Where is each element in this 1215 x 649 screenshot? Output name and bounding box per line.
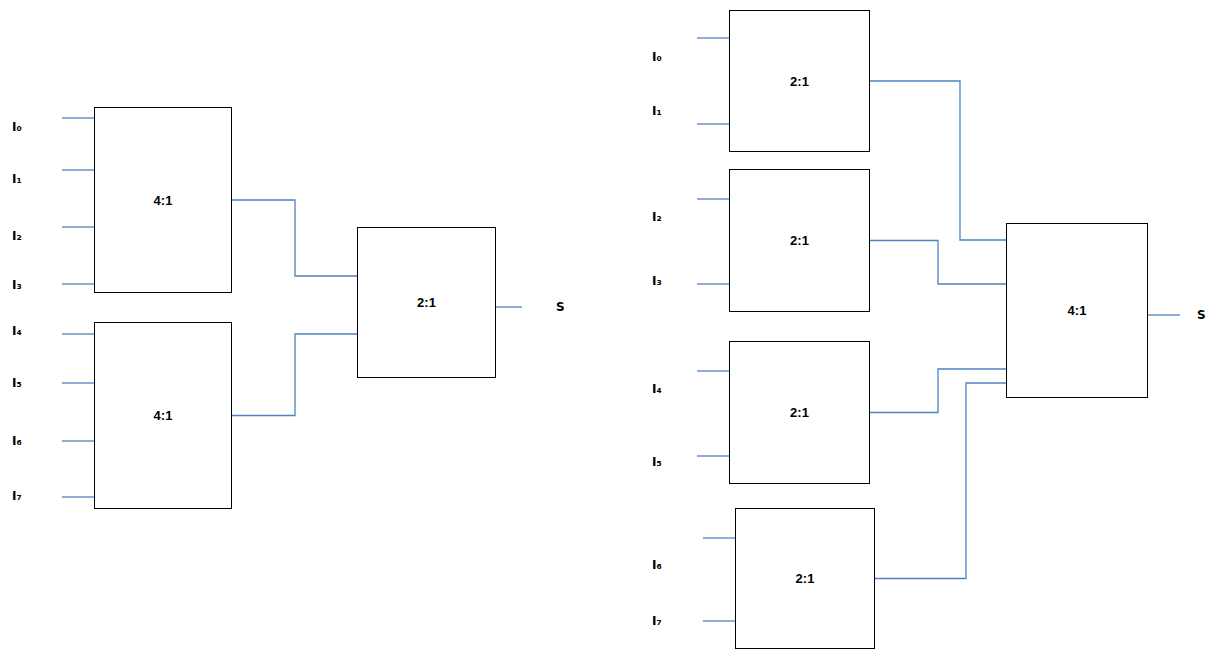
input-name: I₆ — [12, 434, 22, 448]
mux-box: 2:1 — [729, 10, 870, 152]
input-wire — [703, 537, 735, 538]
input-name: I₀ — [652, 50, 662, 64]
input-wire — [62, 496, 94, 497]
input-wire — [62, 226, 94, 227]
input-name: I₃ — [12, 278, 22, 292]
input-wire — [697, 37, 729, 38]
input-name: I₄ — [652, 382, 662, 396]
mux-box: 2:1 — [729, 341, 870, 484]
input-name: I₆ — [652, 558, 662, 572]
input-wire — [697, 198, 729, 199]
input-name: I₄ — [12, 324, 22, 338]
mux-connector — [232, 334, 357, 416]
input-name: I₀ — [12, 120, 22, 134]
mux-box: 4:1 — [1006, 223, 1148, 398]
input-wire — [62, 440, 94, 441]
input-name: I₂ — [652, 210, 662, 224]
input-name: I₁ — [652, 104, 662, 118]
input-wire — [697, 283, 729, 284]
mux-ratio: 2:1 — [790, 233, 809, 248]
mux-box: 2:1 — [357, 227, 496, 378]
mux-ratio: 4:1 — [154, 193, 173, 208]
output-wire — [1148, 314, 1180, 315]
input-wire — [62, 169, 94, 170]
output-name: S — [1197, 308, 1206, 322]
mux-ratio: 2:1 — [790, 74, 809, 89]
input-wire — [697, 123, 729, 124]
mux-connector — [870, 369, 1006, 413]
input-wire — [62, 117, 94, 118]
mux-box: 4:1 — [94, 107, 232, 293]
input-wire — [697, 455, 729, 456]
input-wire — [703, 620, 735, 621]
input-name: I₁ — [12, 172, 22, 186]
mux-connector — [232, 200, 357, 276]
mux-ratio: 2:1 — [417, 295, 436, 310]
input-wire — [697, 370, 729, 371]
output-name: S — [556, 300, 565, 314]
input-wire — [62, 333, 94, 334]
input-name: I₂ — [12, 229, 22, 243]
mux-connector — [870, 241, 1006, 285]
input-wire — [62, 283, 94, 284]
output-wire — [496, 306, 522, 307]
mux-connector — [875, 383, 1006, 579]
input-name: I₇ — [12, 489, 22, 503]
mux-box: 2:1 — [735, 508, 875, 649]
mux-ratio: 4:1 — [154, 408, 173, 423]
input-name: I₅ — [12, 376, 22, 390]
mux-box: 4:1 — [94, 322, 232, 509]
input-name: I₃ — [652, 274, 662, 288]
input-name: I₅ — [652, 455, 662, 469]
input-name: I₇ — [652, 614, 662, 628]
input-wire — [62, 382, 94, 383]
mux-ratio: 4:1 — [1068, 303, 1087, 318]
mux-ratio: 2:1 — [790, 405, 809, 420]
mux-box: 2:1 — [729, 169, 870, 312]
mux-connector — [870, 81, 1006, 240]
mux-ratio: 2:1 — [796, 571, 815, 586]
